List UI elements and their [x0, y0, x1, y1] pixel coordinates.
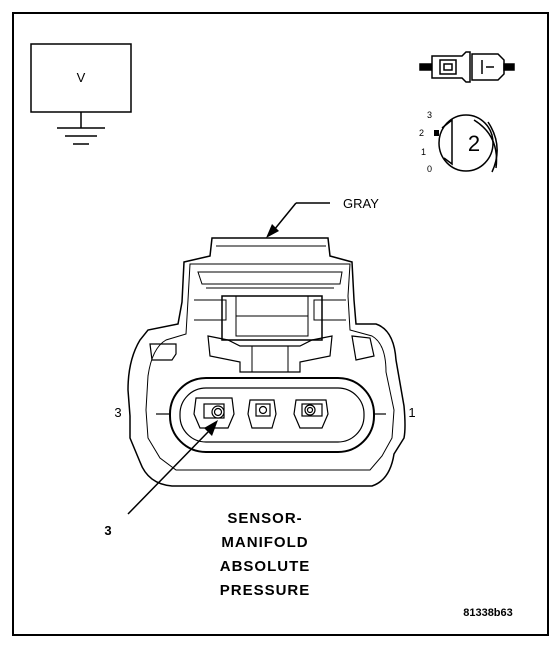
selector-switch-icon [434, 114, 498, 173]
terminal-1 [293, 399, 329, 429]
terminal-3 [193, 397, 235, 429]
diagram-frame [12, 12, 549, 636]
callout-label: 3 [104, 523, 111, 538]
voltmeter-icon [30, 43, 132, 145]
selector-position-1: 1 [421, 147, 426, 157]
callout-arrow [127, 420, 218, 515]
title-line-3: ABSOLUTE [220, 558, 311, 575]
selector-selected: 2 [468, 131, 480, 156]
connector-body [127, 237, 406, 487]
pin-label-right: 1 [408, 405, 415, 420]
figure-code: 81338b63 [463, 607, 513, 619]
meter-symbol: V [77, 70, 86, 85]
pin-label-left: 3 [114, 405, 121, 420]
connector-color-label: GRAY [343, 196, 379, 211]
title-line-2: MANIFOLD [221, 534, 308, 551]
selector-position-2: 2 [419, 128, 424, 138]
terminal-2 [247, 399, 277, 429]
color-arrow [266, 202, 330, 238]
connector-pair-icon [419, 51, 515, 83]
title-line-4: PRESSURE [220, 582, 311, 599]
selector-position-0: 0 [427, 164, 432, 174]
title-line-1: SENSOR- [227, 510, 302, 527]
selector-position-3: 3 [427, 110, 432, 120]
